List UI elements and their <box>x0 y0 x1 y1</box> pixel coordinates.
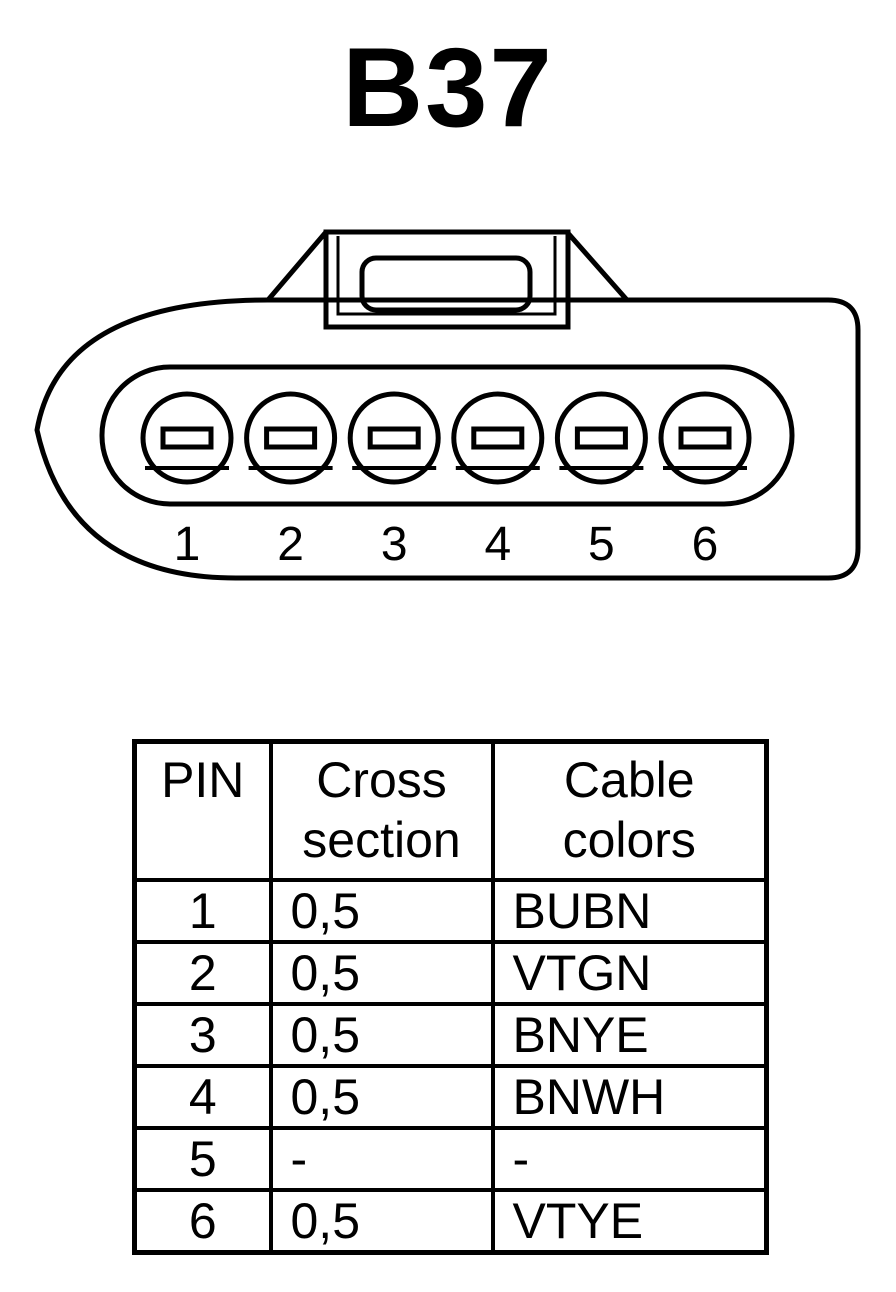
header-pin: PIN <box>132 739 273 882</box>
pin-cell: 2 <box>132 940 273 1006</box>
pin-number-label: 6 <box>692 518 719 571</box>
table-row: 6 0,5 VTYE <box>132 1188 769 1255</box>
header-cable-colors: Cable colors <box>490 739 769 882</box>
table-row: 3 0,5 BNYE <box>132 1002 769 1068</box>
connector-pin-2: 2 <box>244 391 338 571</box>
cross-section-cell: 0,5 <box>268 940 495 1006</box>
cable-colors-cell: BNWH <box>490 1064 769 1130</box>
pin-number-label: 1 <box>174 518 201 571</box>
connector-latch-slot <box>359 255 533 313</box>
pin-contact-slot-icon <box>678 426 732 450</box>
connector-pins: 1 2 3 4 5 6 <box>140 391 752 571</box>
pin-cell: 1 <box>132 878 273 944</box>
cross-section-cell: 0,5 <box>268 1002 495 1068</box>
table-row: 2 0,5 VTGN <box>132 940 769 1006</box>
connector-title: B37 <box>342 25 554 150</box>
cross-section-cell: 0,5 <box>268 1188 495 1255</box>
pin-contact-slot-icon <box>574 426 628 450</box>
pin-table-header: PIN Cross section Cable colors <box>132 739 769 882</box>
connector-pin-5: 5 <box>554 391 648 571</box>
cable-colors-cell: VTYE <box>490 1188 769 1255</box>
connector-housing <box>34 297 861 581</box>
pin-cell: 5 <box>132 1126 273 1192</box>
connector-pin-cavity <box>99 364 795 507</box>
header-cross-section: Cross section <box>268 739 495 882</box>
cross-section-cell: - <box>268 1126 495 1192</box>
pin-number-label: 2 <box>277 518 304 571</box>
pin-cell: 6 <box>132 1188 273 1255</box>
pin-contact-slot-icon <box>160 426 214 450</box>
pin-table: PIN Cross section Cable colors 1 0,5 BUB… <box>132 739 769 1255</box>
cable-colors-cell: - <box>490 1126 769 1192</box>
cross-section-cell: 0,5 <box>268 1064 495 1130</box>
pin-cell: 4 <box>132 1064 273 1130</box>
cable-colors-cell: VTGN <box>490 940 769 1006</box>
connector-drawing: 1 2 3 4 5 6 <box>34 229 861 581</box>
cross-section-cell: 0,5 <box>268 878 495 944</box>
connector-pin-6: 6 <box>658 391 752 571</box>
table-row: 5 - - <box>132 1126 769 1192</box>
cable-colors-cell: BNYE <box>490 1002 769 1068</box>
pin-contact-slot-icon <box>367 426 421 450</box>
pin-number-label: 4 <box>484 518 511 571</box>
table-row: 4 0,5 BNWH <box>132 1064 769 1130</box>
pin-number-label: 3 <box>381 518 408 571</box>
table-row: 1 0,5 BUBN <box>132 878 769 944</box>
cable-colors-cell: BUBN <box>490 878 769 944</box>
connector-pin-1: 1 <box>140 391 234 571</box>
pin-cell: 3 <box>132 1002 273 1068</box>
pin-contact-slot-icon <box>471 426 525 450</box>
pin-number-label: 5 <box>588 518 615 571</box>
connector-latch-inner <box>336 236 557 316</box>
connector-pin-3: 3 <box>347 391 441 571</box>
pin-contact-slot-icon <box>264 426 318 450</box>
connector-pin-4: 4 <box>451 391 545 571</box>
